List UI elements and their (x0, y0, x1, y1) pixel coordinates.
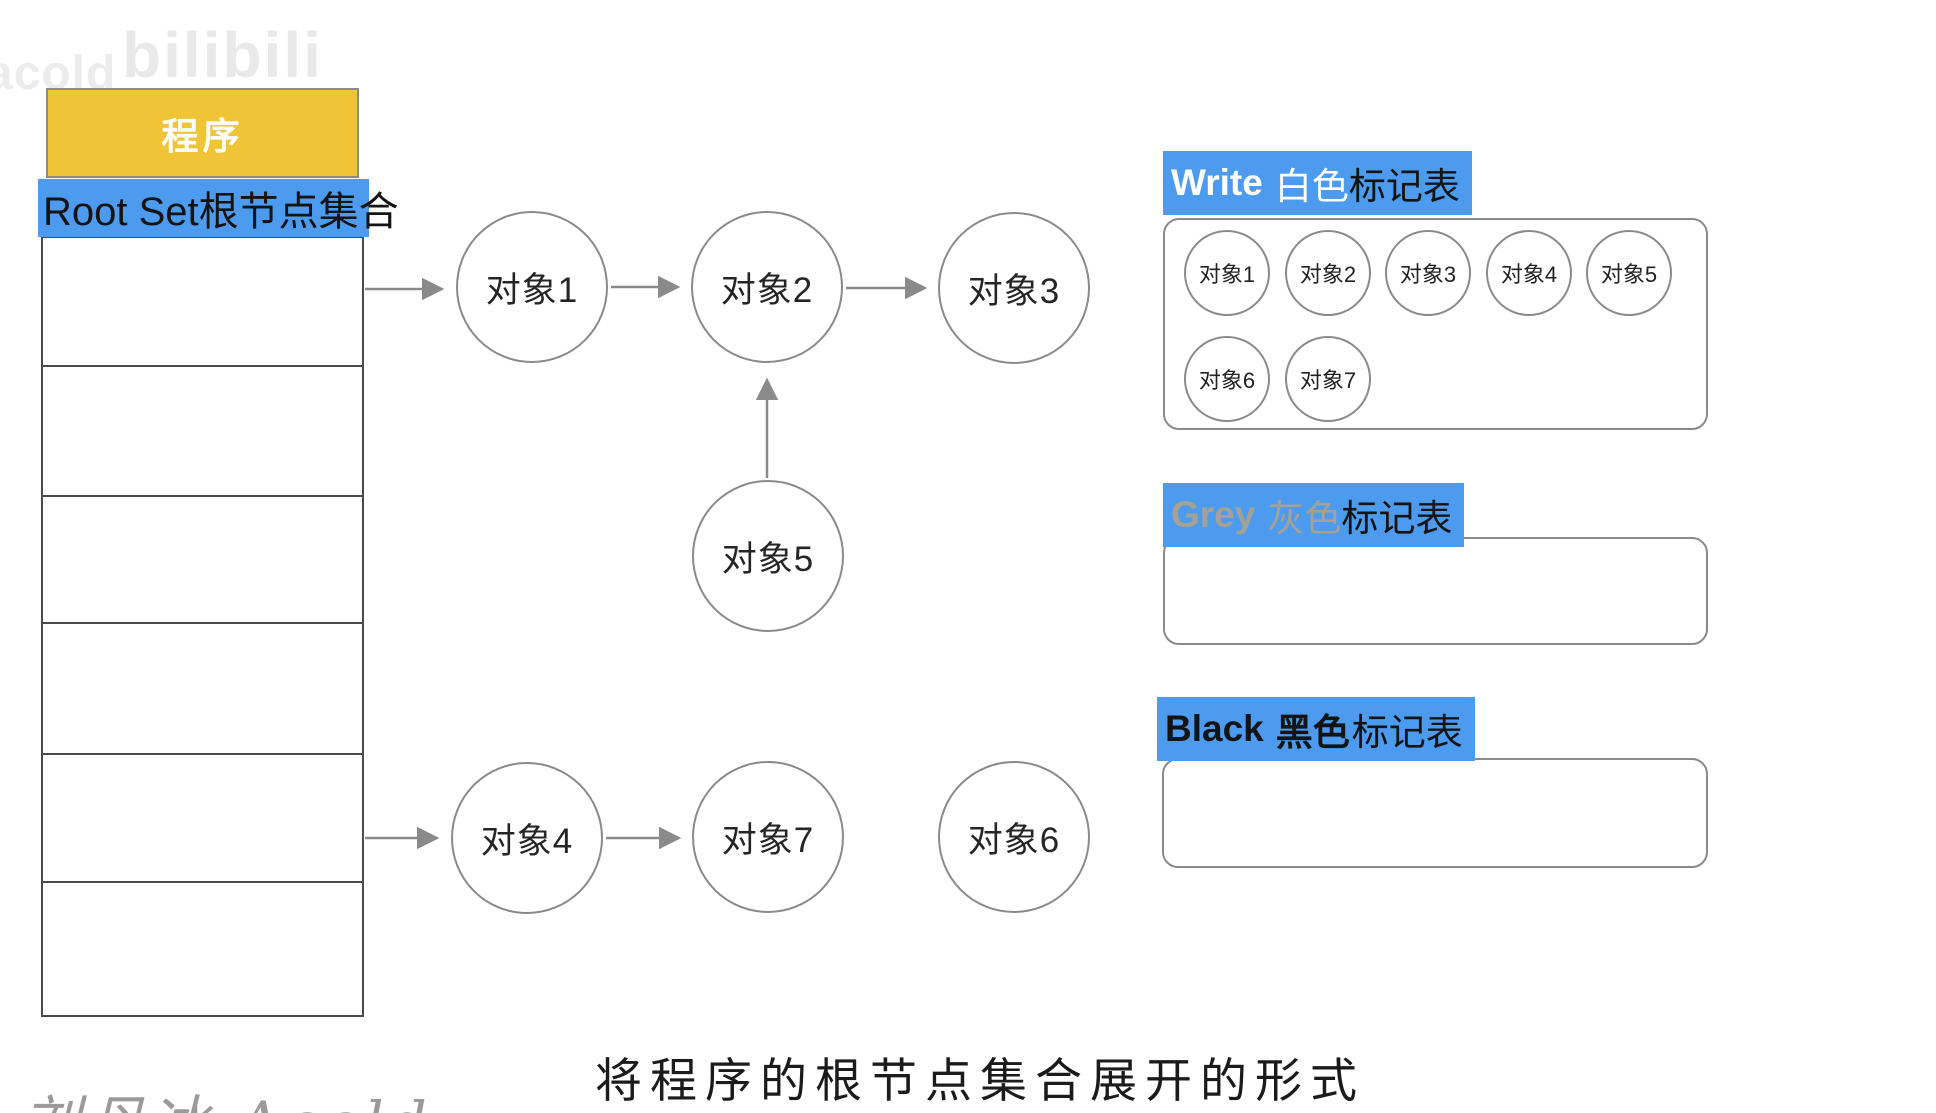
stack-empty-row (43, 238, 362, 367)
black-table-label: Black 黑色 标记表 (1157, 697, 1475, 761)
node-object-1: 对象1 (456, 211, 608, 363)
grey-table-label-cn: 灰色 (1267, 498, 1342, 539)
root-set-label: Root Set根节点集合 (43, 190, 399, 234)
bilibili-logo-watermark: bilibili (122, 19, 323, 91)
white-table-label: Write 白色 标记表 (1163, 151, 1472, 215)
node-object-5: 对象5 (692, 480, 844, 632)
black-table-label-cn: 黑色 (1275, 712, 1350, 753)
white-table-box: 对象1 对象2 对象3 对象4 对象5 对象6 对象7 (1163, 218, 1708, 430)
program-stack-table (41, 236, 364, 1017)
node-label: 对象7 (721, 820, 815, 860)
mini-label: 对象7 (1299, 368, 1357, 393)
node-label: 对象5 (721, 539, 815, 579)
node-label: 对象3 (967, 271, 1061, 311)
white-item-object6: 对象6 (1184, 336, 1270, 422)
program-header: 程序 (46, 88, 359, 178)
mini-label: 对象6 (1198, 368, 1256, 393)
white-table-label-cn: 白色 (1274, 166, 1349, 207)
node-object-6: 对象6 (938, 761, 1090, 913)
mini-label: 对象2 (1299, 262, 1357, 287)
grey-table-label: Grey 灰色 标记表 (1163, 483, 1465, 547)
node-label: 对象4 (480, 821, 574, 861)
mini-label: 对象3 (1399, 262, 1457, 287)
mini-label: 对象5 (1600, 262, 1658, 287)
caption-text: 将程序的根节点集合展开的形式 (595, 1054, 1365, 1107)
black-table-label-suffix: 标记表 (1351, 712, 1463, 753)
node-object-2: 对象2 (691, 211, 843, 363)
node-label: 对象1 (485, 270, 579, 310)
program-header-label: 程序 (161, 116, 244, 157)
black-table-label-en: Black (1165, 708, 1264, 749)
stack-empty-row (43, 624, 362, 755)
author-signature-watermark: 刘丹冰 Aceld (22, 1076, 433, 1113)
node-label: 对象2 (720, 270, 814, 310)
white-table-label-en: Write (1171, 162, 1263, 203)
node-label: 对象6 (967, 820, 1061, 860)
mini-label: 对象1 (1198, 262, 1256, 287)
white-item-object2: 对象2 (1285, 230, 1371, 316)
white-item-object5: 对象5 (1586, 230, 1672, 316)
white-item-object1: 对象1 (1184, 230, 1270, 316)
white-table-label-suffix: 标记表 (1348, 166, 1460, 207)
white-item-object7: 对象7 (1285, 336, 1371, 422)
mini-label: 对象4 (1500, 262, 1558, 287)
grey-table-box (1163, 537, 1708, 645)
stack-empty-row (43, 367, 362, 497)
grey-table-label-suffix: 标记表 (1341, 498, 1453, 539)
white-item-object3: 对象3 (1385, 230, 1471, 316)
white-item-object4: 对象4 (1486, 230, 1572, 316)
grey-table-label-en: Grey (1171, 494, 1256, 535)
stack-empty-row (43, 497, 362, 624)
stack-empty-row (43, 883, 362, 1015)
node-object-3: 对象3 (938, 212, 1090, 364)
root-set-row: Root Set根节点集合 (38, 179, 399, 237)
node-object-7: 对象7 (692, 761, 844, 913)
node-object-4: 对象4 (451, 762, 603, 914)
black-table-box (1162, 758, 1708, 868)
stack-empty-row (43, 755, 362, 883)
